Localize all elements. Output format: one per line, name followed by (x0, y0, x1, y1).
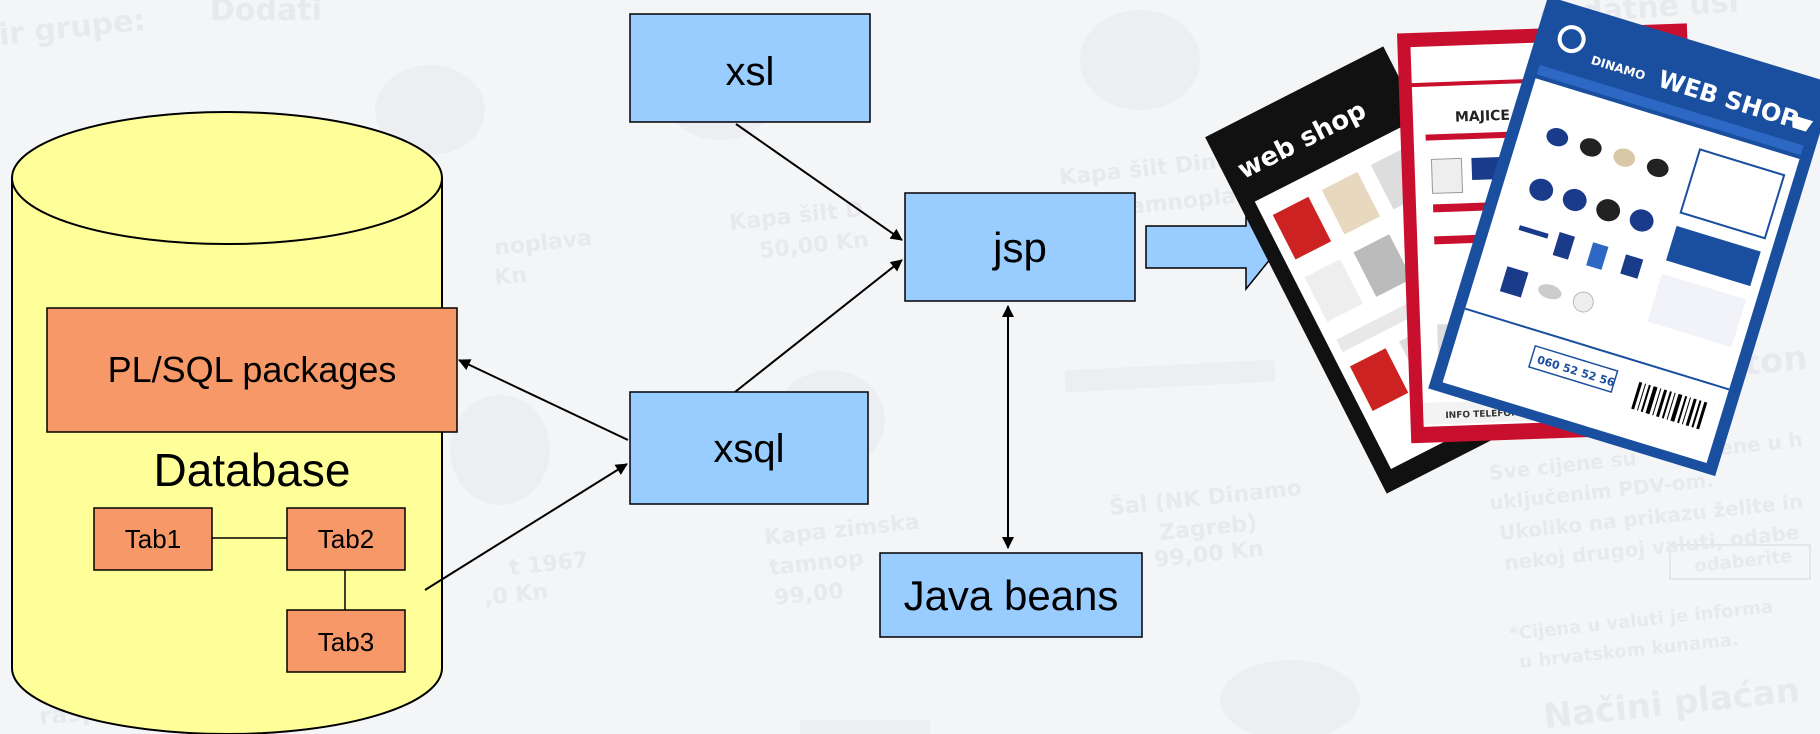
bg-text: Kn (493, 263, 528, 291)
red-page-heading: MAJICE (1455, 108, 1511, 126)
database-label: Database (154, 444, 351, 496)
dinamo-crest-icon (1561, 29, 1582, 50)
plsql-packages-box (46, 307, 458, 433)
table-label-tab1: Tab1 (125, 524, 181, 554)
arrow-xsl-to-jsp (735, 123, 903, 241)
divider (1464, 307, 1730, 391)
bg-text: 50,00 Kn (758, 228, 870, 264)
arrow-xsql-to-jsp (734, 259, 903, 393)
table-label-tab3: Tab3 (318, 627, 374, 657)
bag-product-icon (1499, 266, 1529, 298)
shopping-cart-icon (1792, 114, 1814, 132)
bg-text: noplava (493, 226, 593, 261)
cap-product-icon (1596, 199, 1621, 222)
info-telefon-label: INFO TELEFON (1445, 409, 1519, 422)
product-tag (1432, 202, 1494, 213)
faded-cap-icon (1080, 10, 1200, 110)
table-box-tab3 (286, 609, 406, 673)
faded-cap-icon (1220, 660, 1360, 734)
bg-text: t 1967 (508, 548, 590, 581)
product-icon (1538, 284, 1562, 300)
product-thumbnail (1430, 157, 1464, 194)
shirt-product-icon (1552, 232, 1575, 260)
ball-product-icon (1572, 291, 1594, 313)
bg-text: Načini plaćan (1542, 670, 1802, 734)
product-thumbnail (1304, 259, 1363, 322)
arrow-xsql-to-plsql (458, 359, 629, 441)
phone-box (1527, 344, 1619, 393)
scarf-product-icon (1518, 225, 1549, 239)
cap-product-icon (1562, 188, 1587, 212)
bg-text: Dodati (210, 0, 322, 28)
product-thumbnail (1349, 348, 1409, 411)
cap-product-icon (1579, 138, 1602, 157)
bg-text: ene u h (1718, 427, 1804, 460)
faded-cap-icon (450, 395, 550, 505)
xsl-label: xsl (726, 50, 775, 94)
plsql-packages-label: PL/SQL packages (108, 349, 397, 390)
product-thumbnail (1321, 171, 1381, 235)
xsql-box (629, 391, 869, 505)
cap-product-icon (1646, 158, 1669, 178)
xsql-label: xsql (713, 427, 784, 471)
bg-text: ir grupe: (0, 3, 147, 53)
bg-text: Šal (NK Dinamo (1108, 475, 1303, 521)
output-block-arrow (1145, 202, 1281, 292)
blue-page-nav (1536, 64, 1804, 156)
faded-cap-icon (800, 720, 930, 734)
jsp-label: jsp (991, 224, 1047, 271)
cap-product-icon (1629, 209, 1654, 232)
bag-product-icon (1620, 254, 1644, 279)
barcode-icon (1631, 381, 1708, 430)
cap-product-icon (1613, 148, 1636, 167)
cylinder-top (11, 111, 443, 245)
arrow-tables-to-xsql (424, 463, 628, 591)
java-beans-label: Java beans (904, 572, 1119, 619)
webshop-page-blue: DINAMO WEB SHOP 060 52 52 56 (1428, 0, 1820, 477)
bg-text: ,0 Kn (483, 579, 549, 611)
bg-text: tamnop (768, 546, 865, 581)
jsp-box (904, 192, 1136, 302)
cap-product-icon (1529, 178, 1554, 201)
dinamo-promo-banner (1666, 225, 1761, 287)
product-thumbnail (1353, 234, 1412, 297)
bg-text: 99,00 (773, 579, 845, 611)
shirt-product-icon (1586, 242, 1609, 270)
product-thumbnail (1272, 196, 1332, 260)
table-label-tab2: Tab2 (318, 524, 374, 554)
java-beans-box (879, 552, 1143, 638)
table-box-tab2 (286, 507, 406, 571)
webshop-preview: web shop MAJICE INFO TELE (1205, 0, 1820, 494)
faded-select-box (1669, 544, 1811, 580)
bg-text: Kapa zimska (763, 510, 921, 551)
faded-scarf-icon (1064, 359, 1276, 393)
promo-box (1679, 148, 1786, 240)
xsl-box (629, 13, 871, 123)
cap-product-icon (1546, 127, 1569, 147)
faded-cap-icon (375, 65, 485, 155)
payment-cards (1647, 273, 1747, 348)
table-box-tab1 (93, 507, 213, 571)
